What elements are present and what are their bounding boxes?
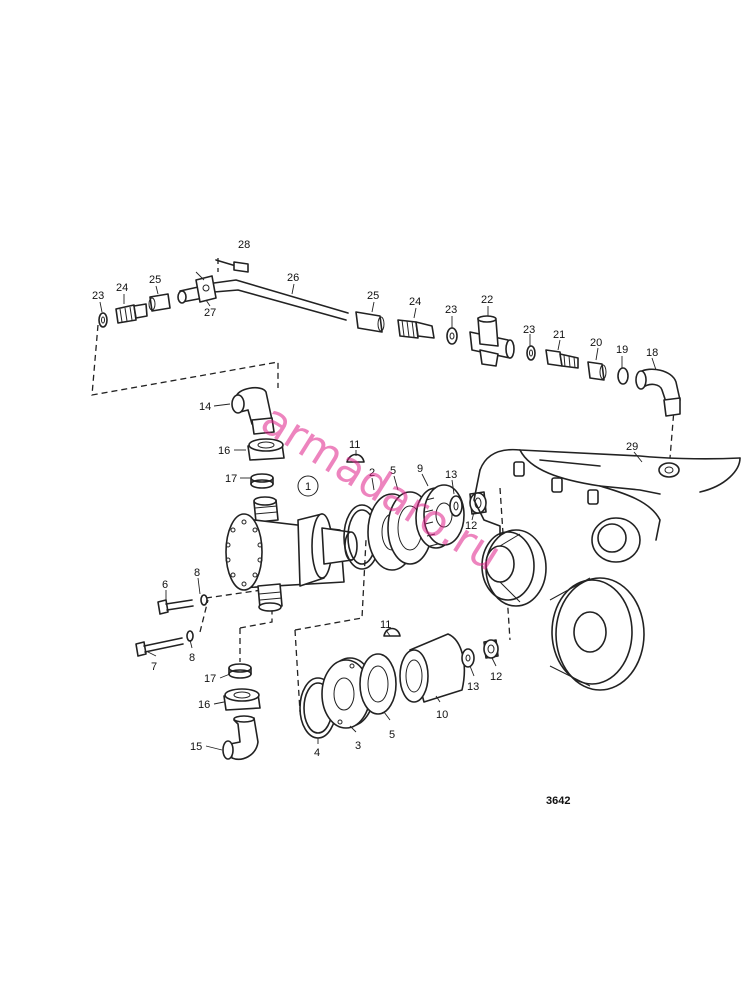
mounting-bolts (135, 594, 208, 657)
callout-23: 23 (523, 324, 535, 336)
callout-15: 15 (190, 741, 202, 753)
callout-19: 19 (616, 344, 628, 356)
callout-6: 6 (162, 579, 168, 591)
callout-4: 4 (314, 747, 320, 759)
callout-20: 20 (590, 337, 602, 349)
callout-1: 1 (305, 481, 311, 493)
callout-5: 5 (390, 465, 396, 477)
callout-12: 12 (465, 520, 477, 532)
callout-28: 28 (238, 239, 250, 251)
callout-21: 21 (553, 329, 565, 341)
callout-25: 25 (367, 290, 379, 302)
callout-14: 14 (199, 401, 211, 413)
callout-23: 23 (92, 290, 104, 302)
callout-25: 25 (149, 274, 161, 286)
callout-23: 23 (445, 304, 457, 316)
lower-elbow-group (222, 663, 261, 760)
upper-pipe-assembly (98, 259, 681, 417)
callout-2: 2 (369, 467, 375, 479)
callout-17: 17 (204, 673, 216, 685)
lower-seal-stack (299, 627, 499, 739)
callout-16: 16 (218, 445, 230, 457)
callout-7: 7 (151, 661, 157, 673)
engine-block (473, 448, 741, 691)
leader-lines (99, 271, 657, 751)
callout-29: 29 (626, 441, 638, 453)
callout-10: 10 (436, 709, 448, 721)
upper-elbow-group (231, 386, 285, 489)
callout-13: 13 (467, 681, 479, 693)
callout-11: 11 (349, 439, 360, 451)
callout-22: 22 (481, 294, 493, 306)
callout-5: 5 (389, 729, 395, 741)
callout-24: 24 (116, 282, 128, 294)
callout-18: 18 (646, 347, 658, 359)
callout-11: 11 (380, 619, 391, 631)
callout-12: 12 (490, 671, 502, 683)
drawing-code: 3642 (546, 795, 570, 807)
callout-16: 16 (198, 699, 210, 711)
callout-24: 24 (409, 296, 421, 308)
part-1-circle (297, 475, 319, 497)
callout-9: 9 (417, 463, 423, 475)
callout-27: 27 (204, 307, 216, 319)
cover-bolts (225, 519, 263, 587)
upper-seal-stack (343, 453, 487, 571)
callout-8: 8 (189, 652, 195, 664)
callout-13: 13 (445, 469, 457, 481)
callout-8: 8 (194, 567, 200, 579)
callout-3: 3 (355, 740, 361, 752)
pump-body (225, 496, 358, 612)
callout-26: 26 (287, 272, 299, 284)
callout-17: 17 (225, 473, 237, 485)
callout-labels: 28 26 27 23 24 25 25 24 23 22 23 21 20 1… (92, 239, 658, 759)
